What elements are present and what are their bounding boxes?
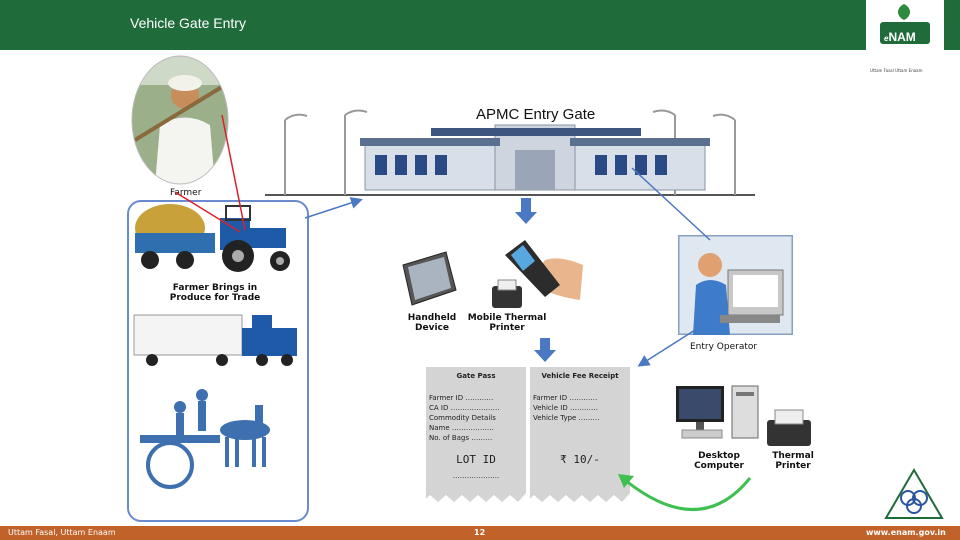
- farmer-connector-line: [221, 114, 246, 231]
- produce-group-box: [127, 200, 309, 522]
- footer-tagline: Uttam Fasal, Uttam Enaam: [8, 528, 116, 537]
- produce-label-line2: Produce for Trade: [169, 293, 261, 303]
- thermal-printer-image: [767, 409, 811, 446]
- enam-logo: [866, 0, 944, 50]
- produce-label-line1: Farmer Brings in: [172, 283, 258, 293]
- vehicle-fee-receipt: Vehicle Fee Receipt Farmer ID ………… Vehic…: [530, 367, 630, 493]
- gate-pass-line: Name ………………: [429, 424, 494, 432]
- operator-arrow: [637, 329, 696, 367]
- mobile-printer-label: Mobile Thermal Printer: [462, 313, 552, 333]
- vehicle-fee-line: Vehicle Type ………: [533, 414, 600, 422]
- footer-website: www.enam.gov.in: [866, 528, 946, 537]
- operator-connector-line: [631, 167, 711, 241]
- entry-operator-label: Entry Operator: [690, 342, 758, 352]
- farmer-image: [131, 55, 229, 185]
- entry-operator-image: [678, 235, 793, 335]
- apmc-gate-label: APMC Entry Gate: [474, 106, 598, 123]
- desktop-computer-label: Desktop Computer: [690, 451, 748, 471]
- gate-pass-torn-edge: [426, 493, 526, 502]
- vehicle-fee-line: Vehicle ID …………: [533, 404, 598, 412]
- gate-pass-line: No. of Bags ………: [429, 434, 493, 442]
- gate-pass-line: CA ID …………………: [429, 404, 500, 412]
- lot-id-dots: ………………..: [452, 472, 500, 480]
- logo-prefix: e: [884, 34, 889, 43]
- header-bar: [0, 0, 960, 50]
- mobile-printer-label-line2: Printer: [489, 323, 525, 333]
- vehicle-fee-torn-edge: [530, 493, 630, 502]
- leaf-icon: [880, 4, 930, 44]
- down-arrow-icon: [534, 338, 556, 362]
- gate-pass-line: Farmer ID …………: [429, 394, 494, 402]
- footer-bar: [0, 526, 960, 540]
- logo-tagline: Uttam Fasal Uttam Enaam: [870, 68, 923, 73]
- desktop-label-line1: Desktop: [698, 451, 740, 461]
- handheld-scanner-image: [505, 240, 583, 300]
- farmer-connector-line: [174, 191, 241, 233]
- gate-pass-line: Commodity Details: [429, 414, 496, 422]
- vehicle-fee-amount: ₹ 10/-: [560, 453, 600, 466]
- logo-wordmark: eNAM: [884, 30, 916, 44]
- tractor-image: [135, 204, 290, 272]
- truck-image: [133, 314, 297, 366]
- desktop-computer-image: [676, 385, 759, 439]
- nagarjuna-logo: [884, 468, 944, 519]
- mobile-printer-label-line1: Mobile Thermal: [467, 313, 547, 323]
- page-number: 12: [474, 528, 486, 537]
- gate-pass-receipt: Gate Pass Farmer ID ………… CA ID ………………… C…: [426, 367, 526, 493]
- farmer-label: Farmer: [170, 188, 202, 198]
- mobile-printer-image: [492, 279, 522, 308]
- desktop-label-line2: Computer: [694, 461, 744, 471]
- handheld-device-image: [402, 251, 457, 306]
- gate-arrow: [304, 197, 363, 219]
- produce-label: Farmer Brings in Produce for Trade: [150, 283, 280, 303]
- handheld-label-line1: Handheld: [407, 313, 457, 323]
- curved-arrow-head-icon: [618, 474, 634, 488]
- vehicle-fee-line: Farmer ID …………: [533, 394, 598, 402]
- lot-id: LOT ID: [456, 453, 496, 466]
- curved-return-arrow: [624, 477, 752, 511]
- thermal-label-line2: Printer: [775, 461, 811, 471]
- down-arrow-icon: [515, 198, 537, 224]
- apmc-gate-image: [265, 109, 755, 196]
- page-title: Vehicle Gate Entry: [130, 15, 246, 31]
- logo-brand: NAM: [888, 30, 916, 44]
- vehicle-fee-title: Vehicle Fee Receipt: [541, 372, 619, 380]
- gate-pass-title: Gate Pass: [456, 372, 496, 380]
- handheld-label: Handheld Device: [400, 313, 464, 333]
- handheld-label-line2: Device: [415, 323, 449, 333]
- thermal-printer-label: Thermal Printer: [765, 451, 821, 471]
- bullock-cart-image: [140, 389, 270, 489]
- thermal-label-line1: Thermal: [772, 451, 814, 461]
